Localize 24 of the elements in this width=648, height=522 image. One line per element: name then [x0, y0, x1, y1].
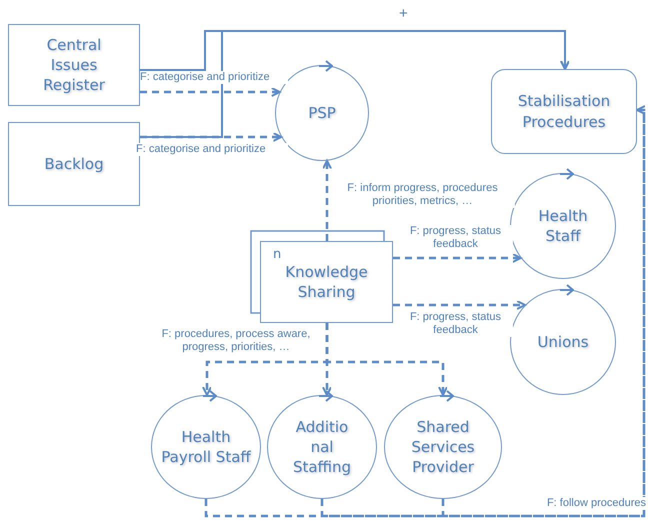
arrow: [140, 132, 282, 142]
node-label: Unions: [536, 332, 590, 352]
node-label: Central Issues Register: [42, 34, 106, 96]
node-label: Stabilisation Procedures: [516, 91, 612, 132]
arrow: [140, 87, 281, 97]
node-label: Shared Services Provider: [410, 416, 476, 478]
multiplicity-label: n: [272, 246, 282, 264]
arrow: [393, 253, 522, 263]
arrow: [393, 300, 526, 310]
arrow: [204, 105, 646, 518]
node-label: PSP: [307, 102, 337, 124]
arrow: [326, 323, 448, 396]
sign-label: +: [399, 5, 408, 22]
node-label: Health Payroll Staff: [160, 426, 252, 468]
edge-label: F: categorise and prioritize: [140, 71, 288, 84]
procedure-box: [491, 69, 637, 154]
node-label: Backlog: [43, 154, 105, 174]
node-label: Knowledge Sharing: [284, 262, 369, 302]
process-box: [8, 24, 140, 106]
arrow: [322, 160, 332, 241]
node-label: Additio nal Staffing: [292, 416, 352, 478]
node-label: Health Staff: [537, 206, 589, 246]
edge-label: F: categorise and prioritize: [136, 143, 288, 156]
process-box: [260, 241, 393, 323]
